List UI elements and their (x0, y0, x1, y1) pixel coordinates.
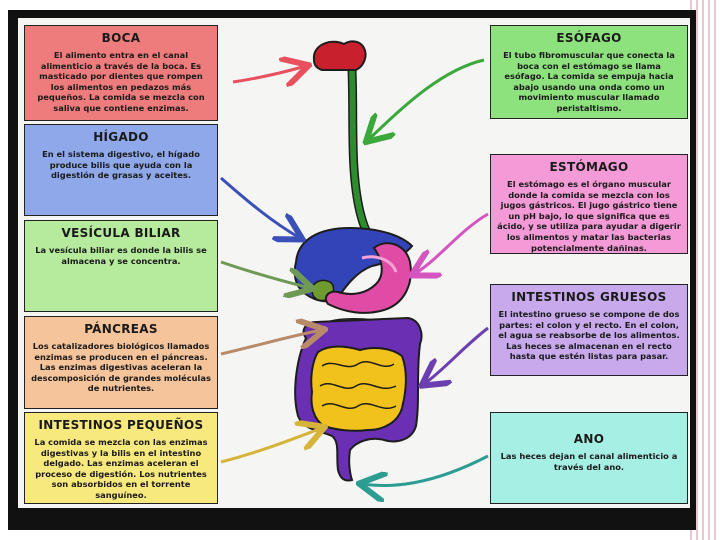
card-text-boca: El alimento entra en el canal alimentici… (37, 50, 205, 113)
card-title-pancreas: PÁNCREAS (84, 322, 158, 336)
card-text-vesicula: La vesícula biliar es donde la bilis se … (35, 245, 207, 266)
card-text-estomago: El estómago es el órgano muscular donde … (497, 179, 681, 253)
card-title-intestinos-gruesos: INTESTINOS GRUESOS (511, 290, 667, 304)
card-text-higado: En el sistema digestivo, el hígado produ… (42, 149, 200, 181)
card-text-intestinos-gruesos: El intestino grueso se compone de dos pa… (498, 309, 680, 362)
card-esofago: ESÓFAGO El tubo fibromuscular que conect… (490, 25, 688, 119)
arrow-esofago (368, 58, 485, 140)
card-title-ano: ANO (573, 432, 605, 446)
arrow-ano (362, 454, 489, 486)
arrow-pancreas (220, 330, 322, 356)
card-title-intestinos-pequenos: INTESTINOS PEQUEÑOS (38, 418, 204, 432)
card-intestinos-gruesos: INTESTINOS GRUESOS El intestino grueso s… (490, 284, 688, 376)
card-higado: HÍGADO En el sistema digestivo, el hígad… (24, 124, 218, 216)
card-text-intestinos-pequenos: La comida se mezcla con las enzimas dige… (34, 437, 208, 500)
card-ano: ANO Las heces dejan el canal alimenticio… (490, 412, 688, 504)
card-estomago: ESTÓMAGO El estómago es el órgano muscul… (490, 154, 688, 254)
small-intestine-shape (310, 345, 407, 432)
arrow-intestinos-pequenos (220, 428, 322, 464)
card-text-pancreas: Los catalizadores biológicos llamados en… (31, 341, 211, 394)
card-vesicula: VESÍCULA BILIAR La vesícula biliar es do… (24, 220, 218, 312)
card-pancreas: PÁNCREAS Los catalizadores biológicos ll… (24, 316, 218, 409)
card-title-boca: BOCA (101, 31, 141, 45)
mouth-shape (312, 40, 367, 71)
card-title-estomago: ESTÓMAGO (549, 160, 629, 174)
card-text-esofago: El tubo fibromuscular que conecta la boc… (503, 50, 675, 113)
arrow-intestinos-gruesos (424, 326, 489, 384)
arrow-higado (220, 176, 300, 238)
card-title-vesicula: VESÍCULA BILIAR (61, 226, 181, 240)
arrow-boca (232, 66, 306, 82)
card-title-esofago: ESÓFAGO (556, 31, 622, 45)
card-boca: BOCA El alimento entra en el canal alime… (24, 25, 218, 121)
card-text-ano: Las heces dejan el canal alimenticio a t… (500, 451, 678, 472)
card-intestinos-pequenos: INTESTINOS PEQUEÑOS La comida se mezcla … (24, 412, 218, 504)
arrow-vesicula (220, 260, 310, 288)
card-title-higado: HÍGADO (93, 130, 149, 144)
arrow-estomago (414, 212, 489, 274)
